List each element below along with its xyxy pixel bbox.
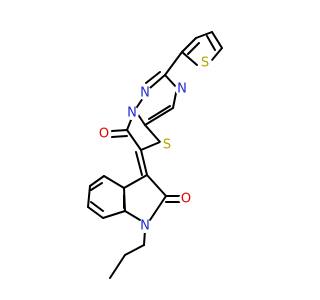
- atom-label-N_triazole_b: N: [140, 86, 150, 101]
- bond: [89, 175, 105, 187]
- atom-labels: S N N N O S O N: [97, 56, 212, 234]
- atom-label-S_thiophene: S: [201, 56, 209, 71]
- bond: [111, 135, 128, 138]
- bond: [123, 174, 148, 189]
- bond: [181, 51, 198, 66]
- bond: [124, 210, 141, 221]
- bond: [146, 174, 167, 197]
- bond: [187, 42, 200, 55]
- molecule-canvas: S N N N O S O N: [87, 31, 223, 279]
- structure-diagram: S N N N O S O N: [87, 31, 223, 279]
- atom-label-O_ketone: O: [99, 127, 109, 142]
- bond: [164, 74, 178, 89]
- bond: [135, 151, 143, 176]
- bond: [109, 254, 126, 279]
- bond: [102, 210, 126, 219]
- bond: [211, 47, 223, 61]
- bond: [164, 51, 183, 76]
- bond: [87, 206, 104, 219]
- atom-label-N_indole: N: [140, 219, 150, 234]
- bond: [103, 175, 125, 189]
- bond: [140, 141, 161, 151]
- atom-label-N_triazole_a: N: [177, 82, 187, 97]
- bond: [144, 107, 174, 126]
- bond: [145, 71, 161, 84]
- bond: [149, 74, 166, 89]
- bond: [148, 105, 171, 120]
- bond: [87, 185, 91, 208]
- bond: [181, 37, 197, 53]
- bond: [211, 31, 223, 49]
- bond: [90, 201, 104, 212]
- bond: [149, 195, 167, 221]
- bond: [140, 149, 148, 176]
- bond: [206, 35, 216, 51]
- bond: [144, 124, 161, 143]
- bond: [90, 182, 103, 191]
- bond: [126, 129, 142, 151]
- bond: [195, 31, 213, 39]
- bond: [111, 129, 128, 132]
- atom-label-N_triazole_c: N: [127, 106, 137, 121]
- atom-label-S_thiazole: S: [163, 138, 171, 153]
- bond: [124, 244, 145, 256]
- atom-label-O_lactam: O: [181, 192, 191, 207]
